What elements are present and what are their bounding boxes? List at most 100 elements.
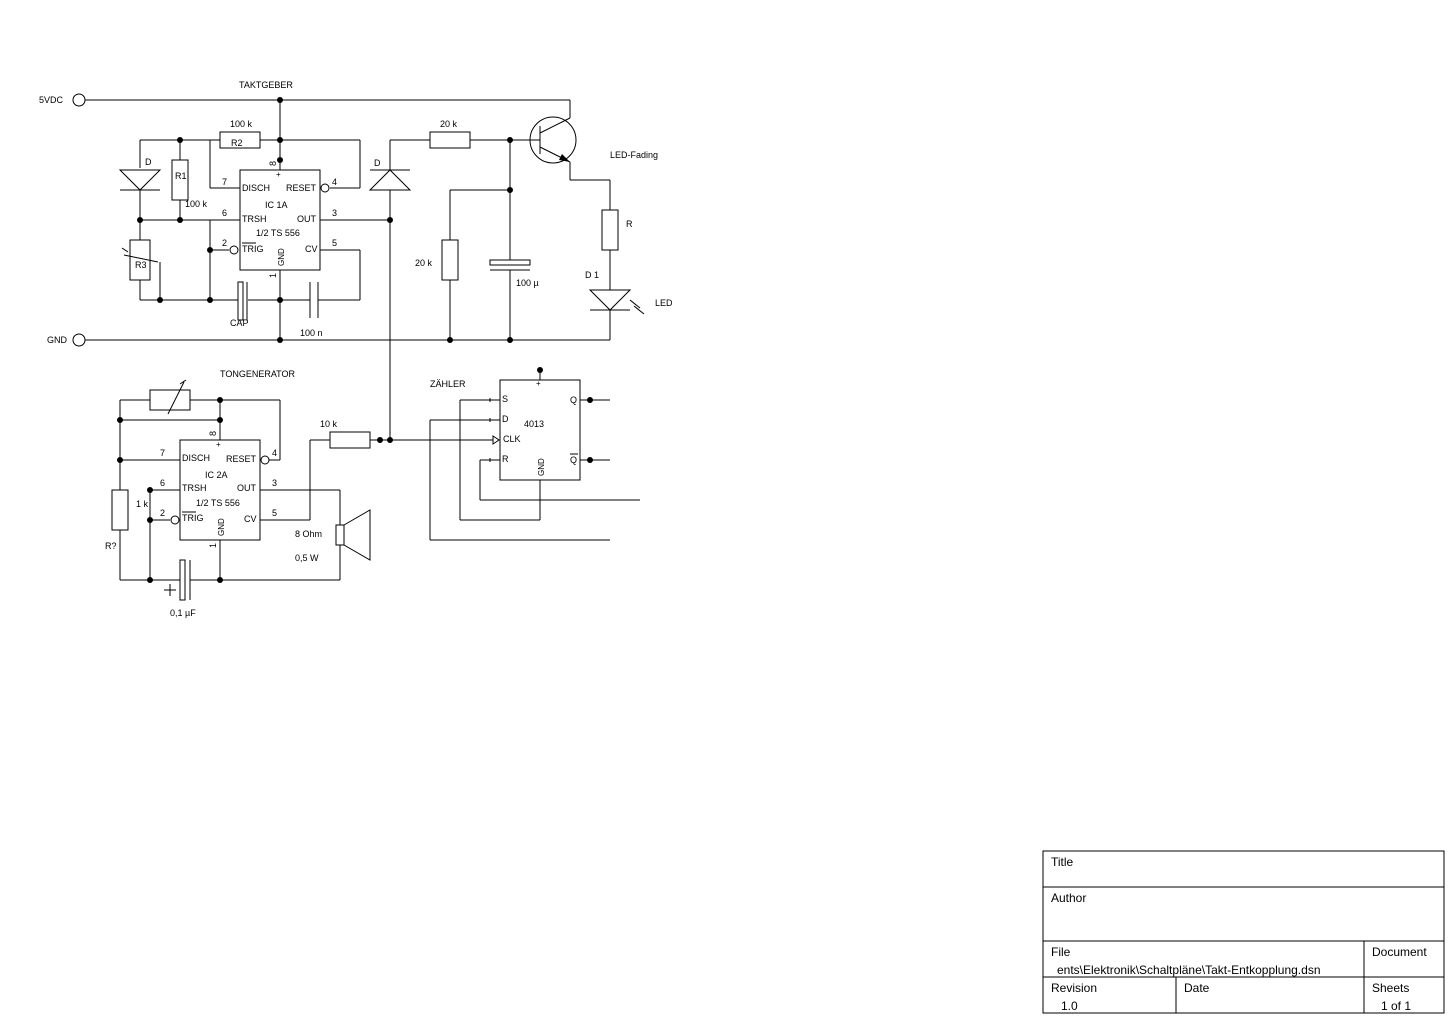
c100u-label: 100 µ bbox=[516, 278, 539, 288]
svg-text:GND: GND bbox=[537, 458, 546, 476]
svg-text:3: 3 bbox=[332, 208, 337, 218]
vdc-label: 5VDC bbox=[39, 95, 64, 105]
revision-value: 1.0 bbox=[1061, 999, 1078, 1013]
c100n-label: 100 n bbox=[300, 328, 323, 338]
capacitor-100u: 100 µ bbox=[489, 259, 539, 288]
svg-text:2: 2 bbox=[222, 238, 227, 248]
svg-text:1: 1 bbox=[268, 273, 278, 278]
svg-text:OUT: OUT bbox=[237, 483, 257, 493]
svg-text:RESET: RESET bbox=[226, 454, 257, 464]
capacitor-100n: 100 n bbox=[300, 282, 323, 338]
junction-dots bbox=[117, 97, 593, 583]
potentiometer-tone bbox=[149, 379, 191, 415]
ic2-type: 1/2 TS 556 bbox=[196, 498, 240, 508]
svg-text:8: 8 bbox=[208, 431, 218, 436]
svg-text:DISCH: DISCH bbox=[242, 183, 270, 193]
r1-value: 100 k bbox=[185, 199, 208, 209]
sheets-value: 1 of 1 bbox=[1381, 999, 1411, 1013]
junction-dot bbox=[147, 577, 153, 583]
svg-text:OUT: OUT bbox=[297, 214, 317, 224]
svg-text:4: 4 bbox=[272, 448, 277, 458]
r3-name: R3 bbox=[135, 260, 147, 270]
c01u-label: 0,1 µF bbox=[170, 608, 196, 618]
junction-dot bbox=[277, 297, 283, 303]
svg-text:GND: GND bbox=[217, 518, 226, 536]
svg-text:TRSH: TRSH bbox=[242, 214, 267, 224]
sheets-label: Sheets bbox=[1372, 981, 1409, 995]
capacitor-01uf: 0,1 µF bbox=[164, 559, 196, 618]
junction-dot bbox=[587, 457, 593, 463]
potentiometer-r3: R3 bbox=[121, 239, 159, 281]
r1k-label: 1 k bbox=[136, 499, 149, 509]
diode-mid-label: D bbox=[374, 158, 381, 168]
r-led-label: R bbox=[626, 219, 633, 229]
capacitor-cap: CAP bbox=[230, 281, 249, 328]
svg-text:RESET: RESET bbox=[286, 183, 317, 193]
svg-text:D: D bbox=[502, 414, 509, 424]
r10k-label: 10 k bbox=[320, 419, 338, 429]
document-label: Document bbox=[1372, 945, 1427, 959]
junction-dot bbox=[277, 157, 283, 163]
svg-text:7: 7 bbox=[222, 177, 227, 187]
junction-dot bbox=[587, 397, 593, 403]
flipflop-4013: S D CLK R Q Q 4013 + GND bbox=[499, 379, 581, 481]
junction-dot bbox=[217, 577, 223, 583]
led-fading-label: LED-Fading bbox=[610, 150, 658, 160]
junction-dot bbox=[387, 437, 393, 443]
rq-label: R? bbox=[105, 541, 117, 551]
resistor-r2: 100 k R2 bbox=[219, 119, 261, 149]
svg-text:R: R bbox=[502, 454, 509, 464]
svg-text:8: 8 bbox=[268, 161, 278, 166]
r1-name: R1 bbox=[175, 171, 187, 181]
r20k-side-value: 20 k bbox=[415, 258, 433, 268]
junction-dot bbox=[217, 417, 223, 423]
r2-value: 100 k bbox=[230, 119, 253, 129]
svg-text:3: 3 bbox=[272, 478, 277, 488]
svg-text:6: 6 bbox=[222, 208, 227, 218]
spk-power: 0,5 W bbox=[295, 553, 319, 563]
taktgeber-heading: TAKTGEBER bbox=[239, 80, 293, 90]
svg-text:7: 7 bbox=[160, 448, 165, 458]
ic-1a: DISCH RESET TRSH OUT TRIG CV IC 1A 1/2 T… bbox=[229, 169, 330, 271]
junction-dot bbox=[377, 437, 383, 443]
junction-dot bbox=[277, 97, 283, 103]
junction-dot bbox=[207, 297, 213, 303]
gnd-terminal: GND bbox=[47, 333, 86, 347]
svg-text:DISCH: DISCH bbox=[182, 453, 210, 463]
zaehler-heading: ZÄHLER bbox=[430, 379, 466, 389]
junction-dot bbox=[507, 137, 513, 143]
junction-dot bbox=[157, 297, 163, 303]
resistor-10k: 10 k bbox=[320, 419, 371, 449]
svg-text:5: 5 bbox=[332, 238, 337, 248]
svg-text:CV: CV bbox=[305, 244, 318, 254]
svg-text:S: S bbox=[502, 394, 508, 404]
junction-dot bbox=[507, 337, 513, 343]
junction-dot bbox=[137, 217, 143, 223]
r2-name: R2 bbox=[231, 138, 243, 148]
junction-dot bbox=[447, 337, 453, 343]
tongenerator-heading: TONGENERATOR bbox=[220, 369, 296, 379]
ic2-name: IC 2A bbox=[205, 470, 228, 480]
resistor-20k-side: 20 k bbox=[415, 239, 459, 281]
svg-text:+: + bbox=[216, 440, 221, 449]
ic1-type: 1/2 TS 556 bbox=[256, 228, 300, 238]
junction-dot bbox=[207, 247, 213, 253]
junction-dot bbox=[277, 337, 283, 343]
svg-text:Q: Q bbox=[570, 455, 577, 465]
resistor-r1: R1 100 k bbox=[171, 159, 208, 209]
resistor-led: R bbox=[601, 209, 633, 251]
file-value: ents\Elektronik\Schaltpläne\Takt-Entkopp… bbox=[1057, 963, 1321, 977]
speaker: 8 Ohm 0,5 W bbox=[295, 509, 371, 563]
transistor: LED-Fading bbox=[529, 116, 658, 164]
svg-text:2: 2 bbox=[160, 508, 165, 518]
svg-text:GND: GND bbox=[277, 248, 286, 266]
junction-dot bbox=[147, 517, 153, 523]
svg-text:TRIG: TRIG bbox=[182, 513, 204, 523]
junction-dot bbox=[177, 137, 183, 143]
junction-dot bbox=[507, 187, 513, 193]
spk-impedance: 8 Ohm bbox=[295, 529, 322, 539]
svg-text:6: 6 bbox=[160, 478, 165, 488]
title-label: Title bbox=[1051, 855, 1074, 869]
file-label: File bbox=[1051, 945, 1071, 959]
